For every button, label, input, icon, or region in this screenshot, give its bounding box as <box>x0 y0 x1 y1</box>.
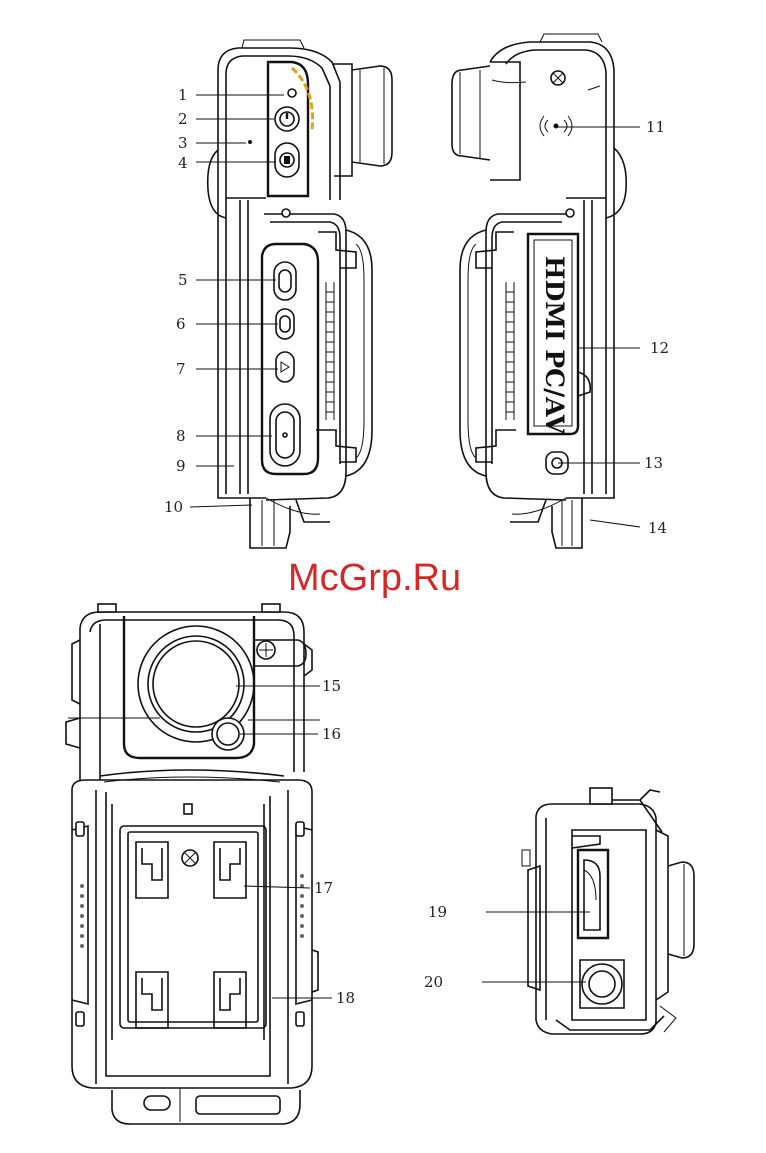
callout-10: 10 <box>164 498 183 516</box>
callout-13: 13 <box>644 454 663 472</box>
callout-8: 8 <box>176 427 186 445</box>
callout-7: 7 <box>176 360 186 378</box>
callout-20: 20 <box>424 973 443 991</box>
callout-6: 6 <box>176 315 186 333</box>
watermark-text: McGrp.Ru <box>288 557 461 599</box>
callout-18: 18 <box>336 989 355 1007</box>
callout-5: 5 <box>178 271 188 289</box>
side-view-right: HDMI PC/AV <box>452 34 626 548</box>
grip-ribs <box>326 292 334 412</box>
side-view-left <box>208 40 392 548</box>
end-view <box>522 788 694 1034</box>
callout-16: 16 <box>322 725 341 743</box>
callout-14: 14 <box>648 519 667 537</box>
callout-11: 11 <box>646 118 665 136</box>
callout-19: 19 <box>428 903 447 921</box>
hdmi-panel-label: HDMI PC/AV <box>540 256 569 435</box>
callout-15: 15 <box>322 677 341 695</box>
callout-2: 2 <box>178 110 188 128</box>
callout-17: 17 <box>314 879 333 897</box>
back-view <box>66 604 320 1124</box>
callout-1: 1 <box>178 86 188 104</box>
callout-12: 12 <box>650 339 669 357</box>
callout-4: 4 <box>178 154 188 172</box>
callout-3: 3 <box>178 134 188 152</box>
callout-9: 9 <box>176 457 186 475</box>
